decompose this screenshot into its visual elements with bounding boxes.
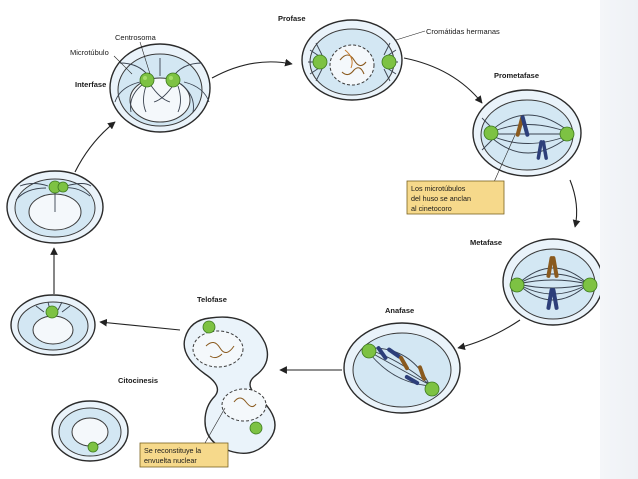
arrow-profase-prometafase [403,57,483,104]
label-telofase: Telofase [197,295,227,304]
centrosome-profase-right [381,54,397,70]
arrow-interfase-profase [211,58,293,79]
arrow-prometafase-metafase [569,179,581,228]
note-envoltura-line-1: Se reconstituye la [144,446,201,455]
label-citocinesis: Citocinesis [118,376,158,385]
daughter-cell [10,294,96,356]
arrow-g2-interfase [74,121,116,173]
chromosome-meta-1 [546,256,559,278]
chromosome-prometa-1 [515,115,530,137]
note-cinetocoro-line-3: al cinetocoro [411,204,452,213]
label-interfase: Interfase [75,80,106,89]
centrosome-profase-left [312,54,328,70]
note-envoltura-line-2: envuelta nuclear [144,456,197,465]
centrosome-right [165,72,181,88]
chromosome-meta-2 [546,288,559,310]
note-envoltura: Se reconstituye la envuelta nuclear [139,442,229,468]
mitosis-diagram: Centrosoma Microtúbulo Interfase Profase… [6,14,600,468]
label-microtubulo: Microtúbulo [70,48,109,57]
label-centrosoma: Centrosoma [115,33,157,42]
label-anafase: Anafase [385,306,414,315]
label-cromatidas: Cromátidas hermanas [426,27,500,36]
centrosome-prometa-left [483,125,499,141]
label-profase: Profase [278,14,306,23]
centrosome-ana-bottom [424,381,440,397]
metafase-cell [502,238,600,326]
profase-cell [301,19,403,101]
label-metafase: Metafase [470,238,502,247]
note-cinetocoro-line-2: del huso se anclan [411,194,471,203]
anafase-cell [343,322,461,414]
note-cinetocoro-line-1: Los microtúbulos [411,184,466,193]
g2-cell [6,170,104,244]
arrow-metafase-anafase [457,319,521,351]
telofase-cell [183,316,276,454]
label-prometafase: Prometafase [494,71,539,80]
note-cinetocoro: Los microtúbulos del huso se anclan al c… [406,180,505,215]
centrosome-left [139,72,155,88]
interfase-cell [109,43,211,133]
centrosome-prometa-right [559,126,575,142]
citocinesis-cell [51,400,129,462]
prometafase-cell [472,89,582,177]
centrosome-meta-left [509,277,525,293]
slide-edge [600,0,638,479]
chromosome-prometa-2 [536,140,548,160]
arrow-telofase-daughter [99,318,181,331]
centrosome-meta-right [582,277,598,293]
centrosome-telo-bottom [249,421,263,435]
centrosome-ana-top [361,343,377,359]
centrosome-telo-top [202,320,216,334]
